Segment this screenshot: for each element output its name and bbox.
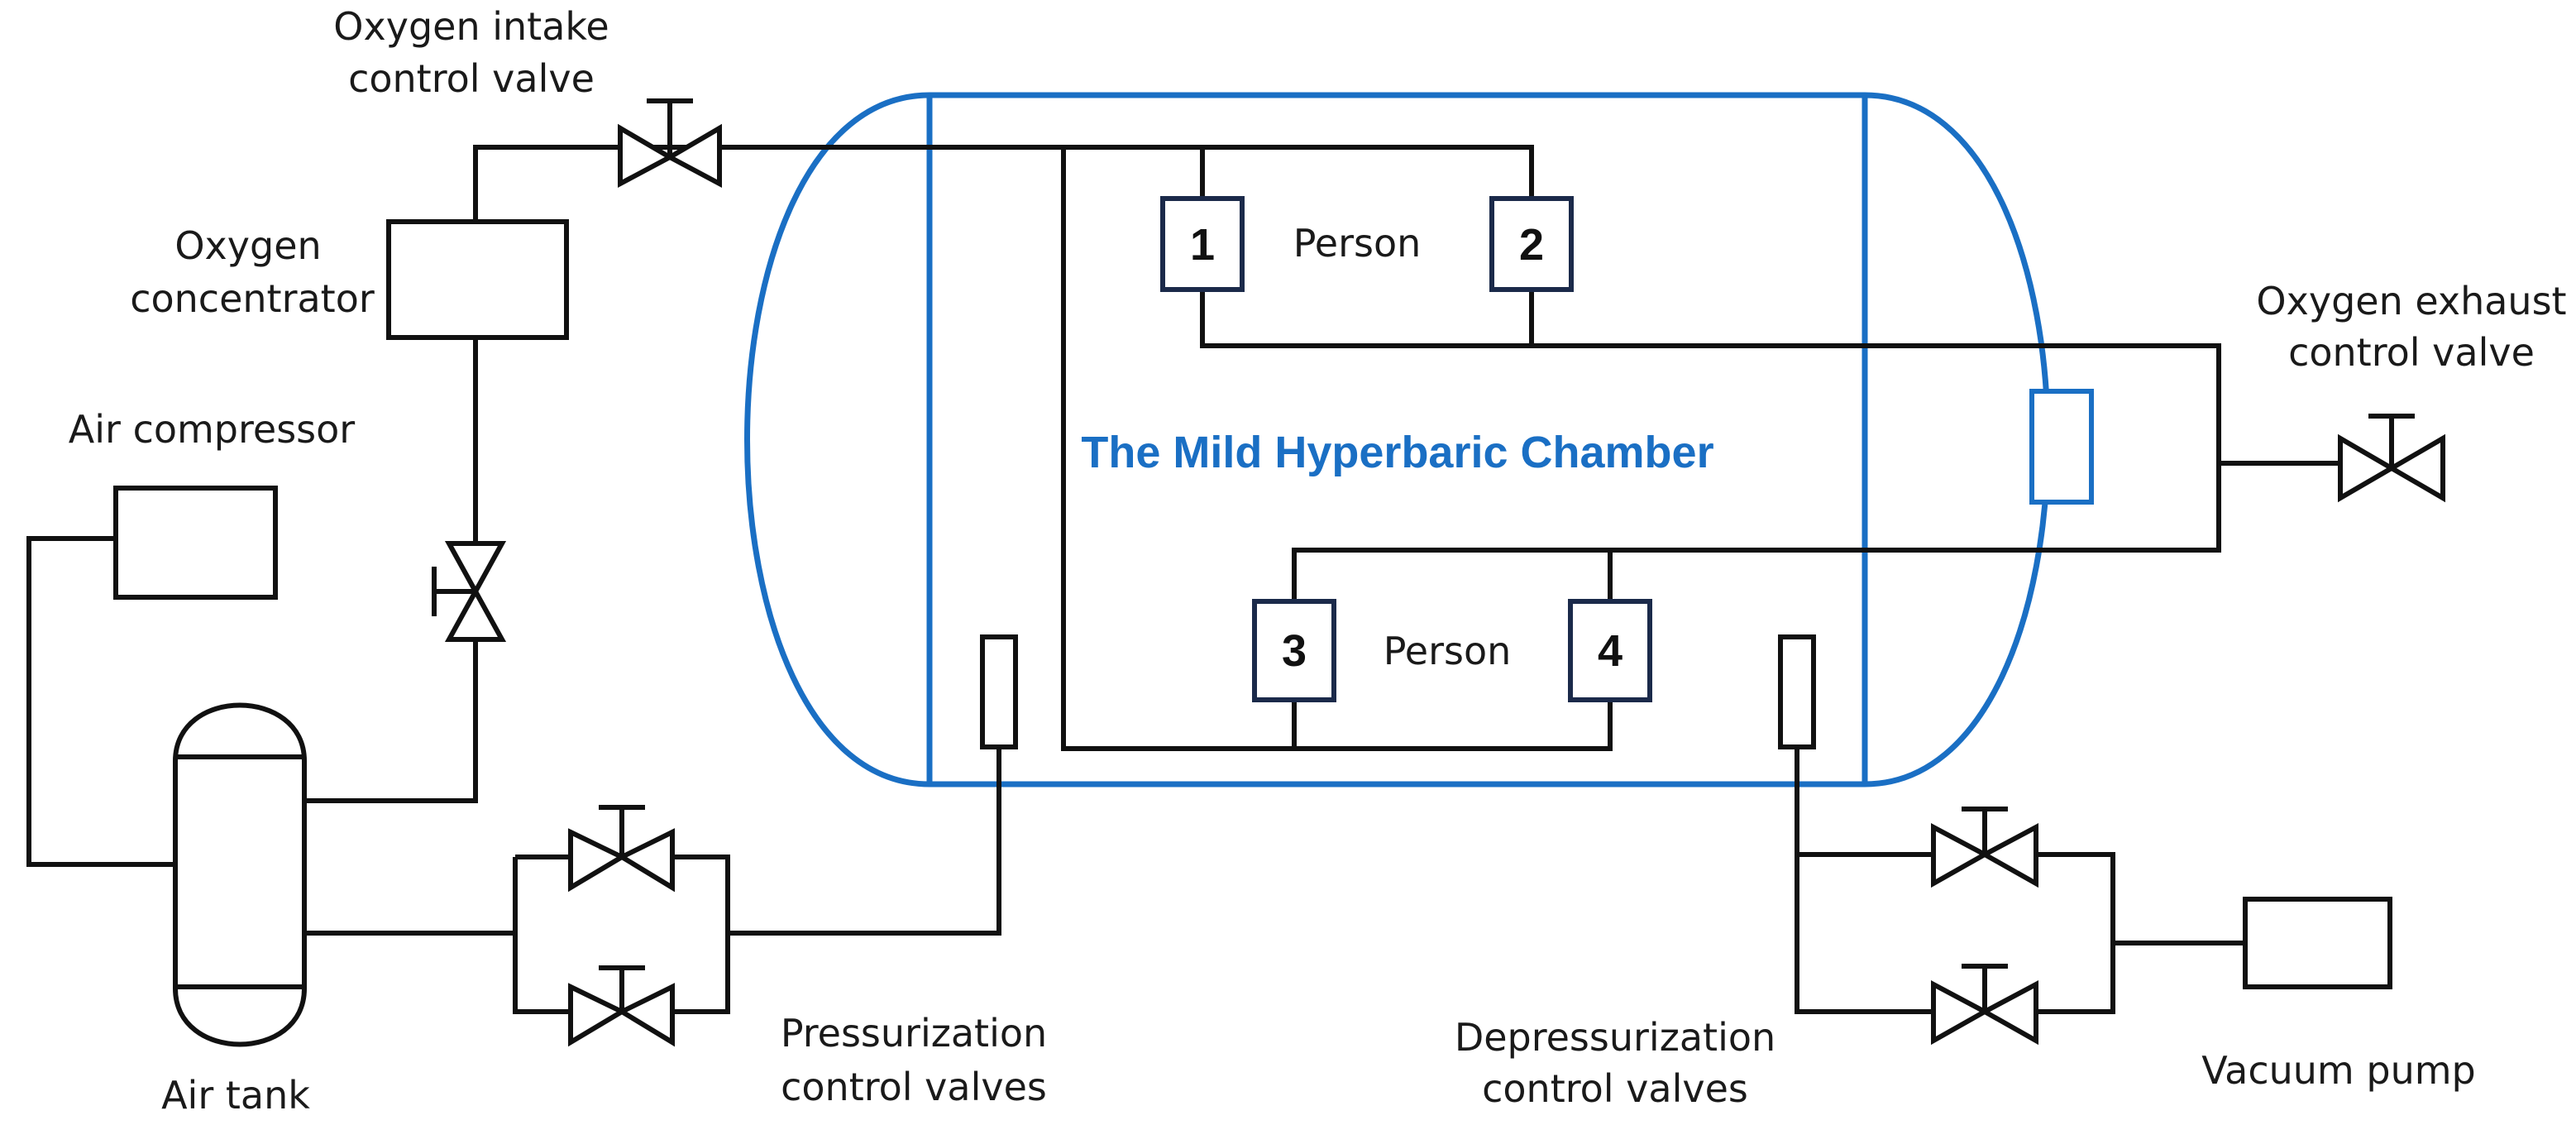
oxygen-intake-label-line1: Oxygen intake <box>333 4 609 49</box>
depressurization-label-line1: Depressurization <box>1455 1015 1775 1060</box>
pressurization-label-line2: control valves <box>781 1065 1047 1109</box>
oxygen-exhaust-label-line1: Oxygen exhaust <box>2256 279 2566 323</box>
pressurization-inlet-pipe <box>728 747 1001 936</box>
vacuum-pump-label: Vacuum pump <box>2201 1048 2475 1093</box>
depressurization-valve-lower-icon <box>1931 964 2038 1046</box>
equipment <box>113 219 2392 1047</box>
mask-2-number: 2 <box>1519 220 1544 270</box>
compressor-pipe <box>26 536 175 867</box>
depressurization-valve-upper-icon <box>1931 807 2038 888</box>
exhaust-port <box>2029 389 2094 505</box>
person-bottom-label: Person <box>1384 629 1512 673</box>
mask-4 <box>1568 599 1652 702</box>
pipework <box>26 145 2340 1014</box>
chamber-vessel <box>744 92 2051 788</box>
chamber-title: The Mild Hyperbaric Chamber <box>1081 428 1713 477</box>
upper-exhaust-pipe <box>1200 290 2221 601</box>
mask-1 <box>1160 196 1245 292</box>
air-compressor-label: Air compressor <box>69 407 356 452</box>
depressurization-port <box>1778 634 1816 749</box>
oxygen-exhaust-label-line2: control valve <box>2288 330 2535 375</box>
oxygen-intake-valve-icon <box>618 98 722 188</box>
oxygen-exhaust-valve-icon <box>2338 414 2445 503</box>
mask-3-exhaust-pipe <box>1292 548 1610 601</box>
air-compressor-box <box>113 486 278 600</box>
mask-2 <box>1489 196 1574 292</box>
valves <box>432 98 2445 1047</box>
pressurization-valve-upper-icon <box>568 805 675 893</box>
oxygen-intake-label-line2: control valve <box>348 56 595 101</box>
lower-mask-supply-pipe <box>1061 147 1613 751</box>
air-tank <box>173 702 307 1047</box>
pressurization-valve-lower-icon <box>568 965 675 1047</box>
oxygen-masks: 1 2 3 4 <box>1160 196 1652 702</box>
vacuum-pump-box <box>2243 897 2392 989</box>
mask-3 <box>1252 599 1336 702</box>
pressurization-port <box>980 634 1018 749</box>
concentrator-feed-pipe <box>304 338 478 803</box>
oxygen-concentrator-box <box>386 219 569 340</box>
oxygen-supply-pipe <box>473 145 1534 222</box>
depressurization-label-line2: control valves <box>1482 1066 1748 1111</box>
concentrator-inlet-valve-icon <box>432 541 507 642</box>
person-top-label: Person <box>1293 221 1422 266</box>
depressurization-manifold-pipe <box>1795 852 2115 1014</box>
mask-1-number: 1 <box>1190 220 1215 270</box>
oxygen-concentrator-label-line2: concentrator <box>130 276 375 321</box>
labels: The Mild Hyperbaric Chamber Person Perso… <box>69 4 2567 1118</box>
mask-4-number: 4 <box>1598 626 1623 676</box>
air-tank-label: Air tank <box>161 1073 310 1118</box>
mask-3-number: 3 <box>1282 626 1307 676</box>
pressurization-label-line1: Pressurization <box>781 1011 1047 1056</box>
oxygen-concentrator-label-line1: Oxygen <box>174 223 321 268</box>
